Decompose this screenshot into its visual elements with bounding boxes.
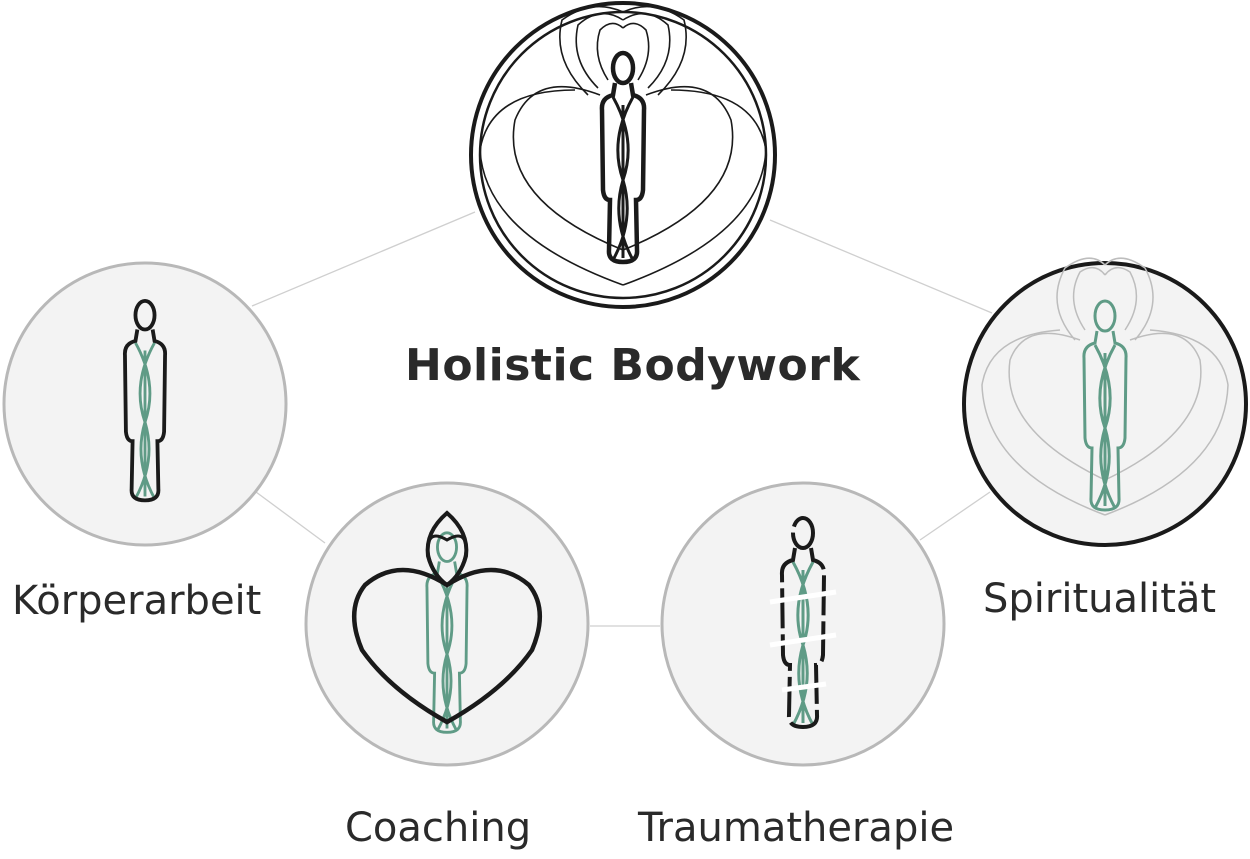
- node-traumatherapie: [660, 481, 946, 767]
- bound-figure-icon: [769, 516, 837, 729]
- label-coaching: Coaching: [345, 805, 532, 851]
- label-koerperarbeit: Körperarbeit: [12, 578, 262, 624]
- label-traumatherapie: Traumatherapie: [638, 805, 955, 851]
- connector-koerperarbeit-coaching: [255, 491, 326, 544]
- node-coaching: [304, 481, 590, 767]
- connector-koerperarbeit-holistic: [251, 211, 476, 307]
- node-koerperarbeit: [2, 261, 288, 547]
- label-spiritualitaet: Spiritualität: [983, 576, 1217, 622]
- heart-figure-icon: [351, 510, 543, 734]
- node-spiritualitaet: [962, 257, 1248, 547]
- connector-holistic-spiritualitaet: [769, 219, 993, 314]
- connector-traumatherapie-spiritualitaet: [919, 491, 991, 541]
- node-holistic: [469, 1, 777, 309]
- aura-figure-icon: [981, 257, 1229, 516]
- connectors: [251, 211, 993, 627]
- title-holistic-bodywork: Holistic Bodywork: [405, 340, 861, 391]
- holistic-logo-icon: [479, 5, 767, 286]
